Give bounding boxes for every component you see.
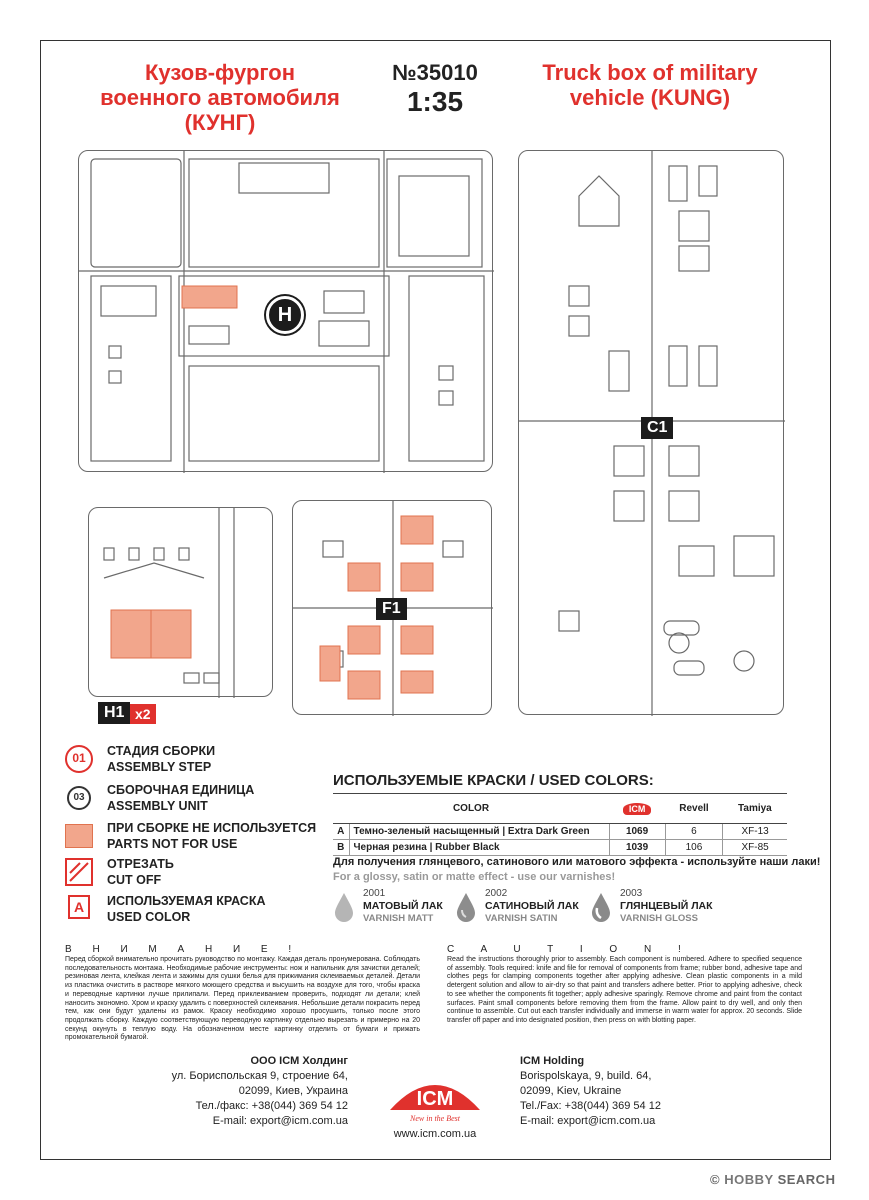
sprue-h-drawing [79,151,494,473]
col-tamiya-header: Tamiya [722,793,787,824]
varnish-note-ru: Для получения глянцевого, сатинового или… [333,856,821,868]
varnish-gloss: 2003 ГЛЯНЦЕВЫЙ ЛАК VARNISH GLOSS [590,888,730,928]
varnish-matt: 2001 МАТОВЫЙ ЛАК VARNISH MATT [333,888,473,928]
sprue-h-label: H [266,296,304,334]
title-ru: Кузов-фургон военного автомобиля (КУНГ) [100,60,340,135]
drop-satin-icon [457,893,475,922]
icm-logo: ICM New in the Best [380,1065,490,1125]
col-icm-header: ICM [609,793,666,824]
sprue-h1-label: H1 [98,702,131,724]
watermark-hobby: HOBBY [724,1172,774,1187]
legend-used-color: A ИСПОЛЬЗУЕМАЯ КРАСКА USED COLOR [65,893,365,929]
col-color-header: COLOR [333,793,609,824]
contact-en: ICM Holding Borispolskaya, 9, build. 64,… [520,1055,661,1127]
not-for-use-icon [65,822,95,852]
icm-logo-text: ICM [417,1088,454,1110]
legend-assembly-unit: 03 СБОРОЧНАЯ ЕДИНИЦА ASSEMBLY UNIT [65,782,365,818]
drop-matt-icon [335,893,353,922]
icm-logo-icon: ICM [622,802,652,815]
sprue-f1: F1 [292,500,493,716]
sprue-h1-multiplier: x2 [130,704,156,724]
legend-en: PARTS NOT FOR USE [107,837,238,851]
sprue-h: H [78,150,494,473]
colors-title: ИСПОЛЬЗУЕМЫЕ КРАСКИ / USED COLORS: [333,772,654,789]
legend-not-for-use: ПРИ СБОРКЕ НЕ ИСПОЛЬЗУЕТСЯ PARTS NOT FOR … [65,820,365,856]
legend-en: ASSEMBLY UNIT [107,799,208,813]
legend-ru: СТАДИЯ СБОРКИ [107,744,216,758]
legend-ru: СБОРОЧНАЯ ЕДИНИЦА [107,783,255,797]
legend-en: USED COLOR [107,910,191,924]
caution-text-ru: Перед сборкой внимательно прочитать руко… [65,956,420,1042]
legend-ru: ПРИ СБОРКЕ НЕ ИСПОЛЬЗУЕТСЯ [107,821,317,835]
step-icon: 01 [65,745,95,775]
cut-off-icon [65,858,95,888]
drop-gloss-icon [592,893,610,922]
legend-ru: ОТРЕЗАТЬ [107,857,174,871]
legend-en: CUT OFF [107,873,162,887]
table-row: B Черная резина | Rubber Black 1039 106 … [333,839,787,856]
legend-cut-off: ОТРЕЗАТЬ CUT OFF [65,856,365,892]
legend-en: ASSEMBLY STEP [107,760,212,774]
color-letter-icon: A [65,895,95,925]
sprue-h1-drawing [103,508,235,698]
varnish-satin: 2002 САТИНОВЫЙ ЛАК VARNISH SATIN [455,888,595,928]
unit-icon: 03 [65,784,95,814]
table-row: A Темно-зеленый насыщенный | Extra Dark … [333,823,787,840]
legend-ru: ИСПОЛЬЗУЕМАЯ КРАСКА [107,894,266,908]
sprue-h1 [88,507,273,698]
caution-text-en: Read the instructions thoroughly prior t… [447,956,802,1024]
kit-scale: 1:35 [406,86,464,117]
title-en: Truck box of military vehicle (KUNG) [542,60,758,110]
legend-assembly-step: 01 СТАДИЯ СБОРКИ ASSEMBLY STEP [65,743,365,779]
watermark-search: SEARCH [777,1172,836,1187]
hobby-search-watermark: © HOBBY SEARCH [710,1172,835,1187]
icm-logo-slogan: New in the Best [409,1114,461,1123]
sprue-c1-label: C1 [641,417,674,439]
contact-ru: ООО ICM Холдинг ул. Бориспольская 9, стр… [171,1055,348,1127]
caution-head-ru: В Н И М А Н И Е ! [65,944,301,955]
kit-number: №35010 [392,60,478,85]
colors-table: COLOR ICM Revell Tamiya A Темно-зеленый … [333,793,787,856]
varnish-note-en: For a glossy, satin or matte effect - us… [333,871,616,883]
col-revell-header: Revell [665,793,723,824]
sprue-f1-label: F1 [376,598,407,620]
sprue-c1: C1 [518,150,785,716]
website-link[interactable]: www.icm.com.ua [393,1128,477,1140]
copyright-mark: © [710,1172,721,1187]
sprue-f1-drawing [293,501,493,716]
caution-head-en: C A U T I O N ! [447,944,693,955]
